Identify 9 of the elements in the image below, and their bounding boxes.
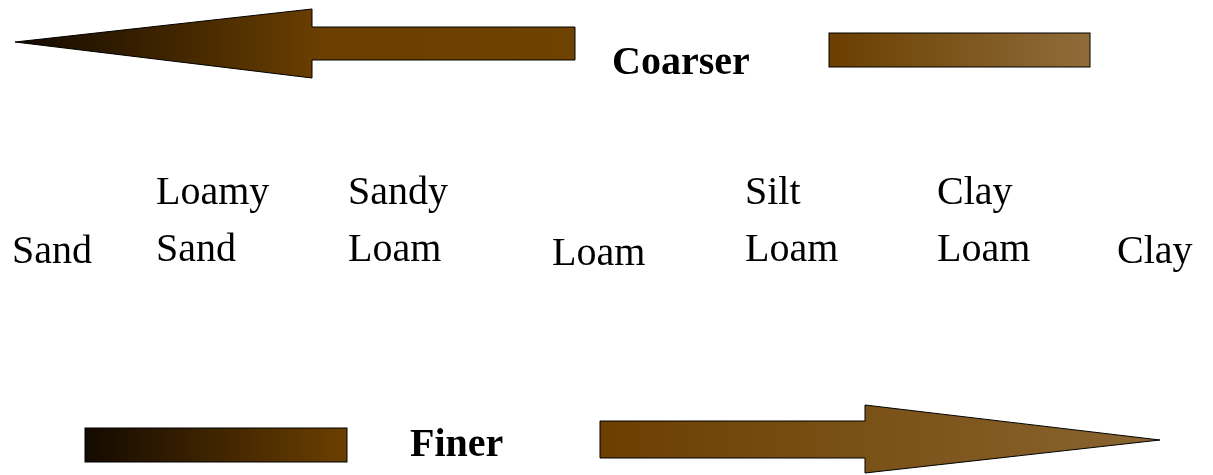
direction-label: Coarser: [612, 37, 750, 85]
direction-label: Finer: [410, 419, 504, 467]
soil-texture-label: Clay Loam: [937, 167, 1032, 272]
soil-texture-label: Sand: [12, 226, 93, 274]
soil-texture-label: Loamy Sand: [156, 167, 271, 272]
soil-texture-label: Sandy Loam: [348, 167, 449, 272]
soil-texture-label: Loam: [552, 228, 647, 276]
soil-texture-label: Clay: [1117, 226, 1194, 274]
soil-texture-label: Silt Loam: [745, 167, 840, 272]
